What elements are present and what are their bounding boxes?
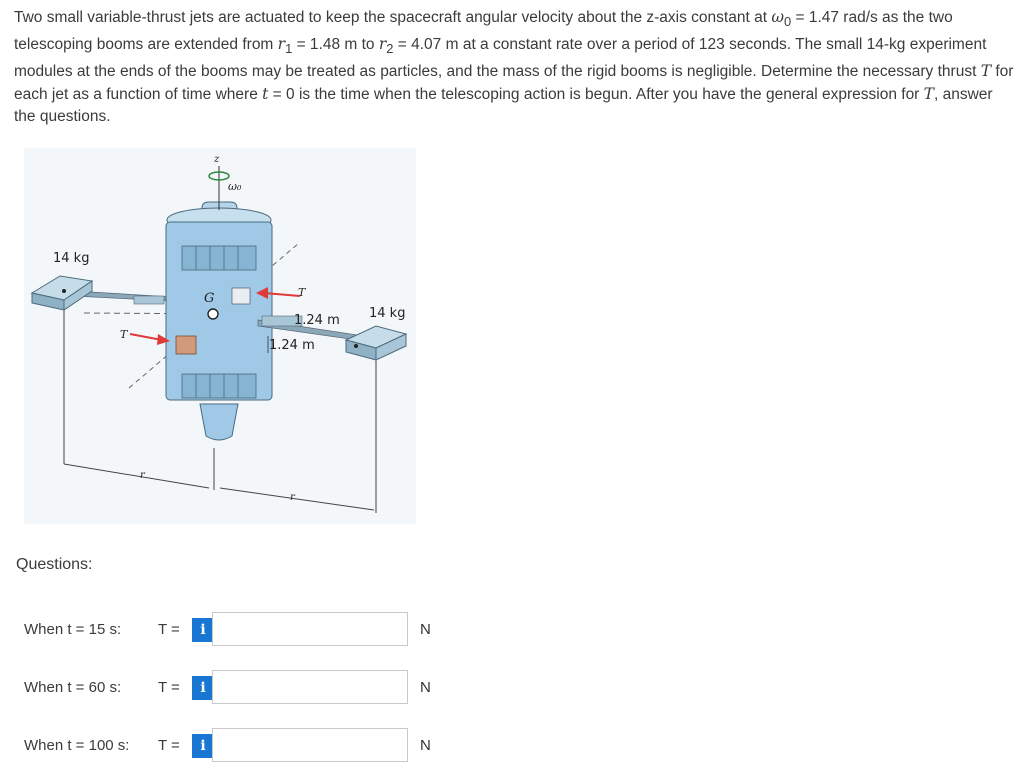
r-label-left: r [140,470,146,481]
thrust-symbol: T = [158,737,180,754]
info-icon[interactable]: i [192,618,214,642]
answer-input-t100[interactable] [212,728,408,762]
mass-label-left: 14 kg [53,251,89,266]
question-label: When t = 15 s: [24,621,122,638]
info-icon[interactable]: i [192,734,214,758]
answer-input-t60[interactable] [212,670,408,704]
question-row: When t = 15 s: T = i N [24,612,444,648]
dimension-label-lower: 1.24 m [269,338,315,353]
question-row: When t = 60 s: T = i N [24,670,444,706]
r-label-right: r [290,492,296,503]
thrust-symbol: T = [158,621,180,638]
question-label: When t = 60 s: [24,679,122,696]
thrust-symbol: T = [158,679,180,696]
spacecraft-figure: z ω₀ G T T 1.24 m 1.24 m 14 kg 14 kg r r [24,148,416,524]
thrust-label-right: T [298,286,307,299]
unit-label: N [420,621,431,638]
z-axis-label: z [213,154,220,165]
dimension-label-upper: 1.24 m [294,313,340,328]
answer-input-t15[interactable] [212,612,408,646]
problem-statement: Two small variable-thrust jets are actua… [14,8,1014,126]
question-row: When t = 100 s: T = i N [24,728,444,764]
info-icon[interactable]: i [192,676,214,700]
unit-label: N [420,679,431,696]
g-label: G [204,291,214,306]
mass-label-right: 14 kg [369,306,405,321]
thrust-label-left: T [120,328,129,341]
question-label: When t = 100 s: [24,737,130,754]
omega-label: ω₀ [228,180,242,193]
unit-label: N [420,737,431,754]
questions-heading: Questions: [16,556,93,573]
